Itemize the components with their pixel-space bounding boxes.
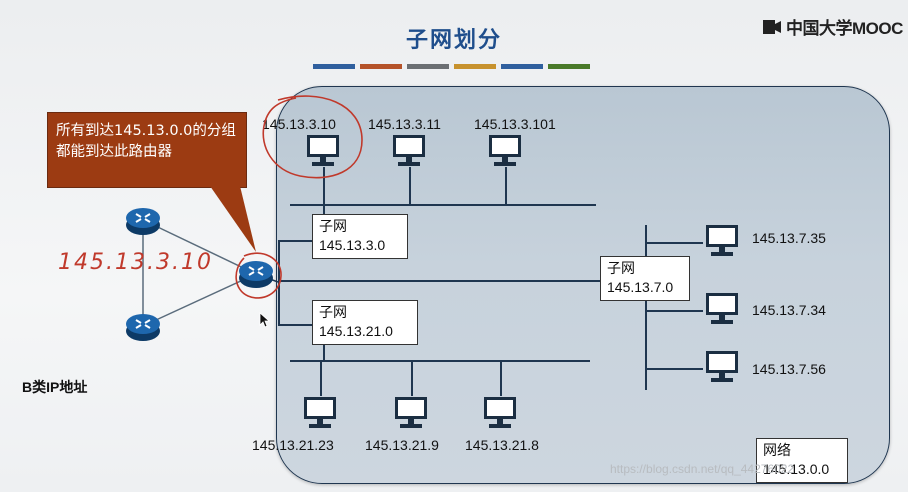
router-trunk [278, 240, 280, 325]
network-area [276, 86, 890, 484]
router-icon [126, 208, 160, 235]
slide-title: 子网划分 [405, 27, 502, 52]
watermark: https://blog.csdn.net/qq_44276022 [610, 462, 795, 476]
host-drop-line [411, 360, 413, 396]
host-address-label: 145.13.21.9 [365, 437, 439, 453]
computer-icon [489, 135, 521, 166]
subnet-3-link [278, 240, 314, 242]
computer-icon [484, 397, 516, 428]
subnet-label: 子网 [319, 218, 347, 234]
host-address-label: 145.13.21.23 [252, 437, 334, 453]
title-stripe [454, 64, 496, 69]
subnet-7-bus [645, 225, 647, 390]
host-address-label: 145.13.7.35 [752, 230, 826, 246]
network-label: 网络 [763, 442, 791, 458]
logo-text: 中国大学MOOC [786, 19, 903, 38]
host-drop-line [645, 242, 703, 244]
title-stripe [548, 64, 590, 69]
subnet-address: 145.13.21.0 [319, 323, 393, 339]
network-box: 网络 145.13.0.0 [756, 438, 848, 483]
computer-icon [395, 397, 427, 428]
host-address-label: 145.13.3.101 [474, 116, 556, 132]
host-address-label: 145.13.7.56 [752, 361, 826, 377]
host-address-label: 145.13.21.8 [465, 437, 539, 453]
host-drop-line [645, 310, 703, 312]
mouse-cursor-icon [259, 312, 271, 328]
subnet-box-3: 子网 145.13.3.0 [312, 214, 408, 259]
router-highlight-circle [235, 252, 282, 299]
computer-icon [706, 293, 738, 324]
network-address: 145.13.0.0 [763, 461, 830, 477]
subnet-3-bus [290, 204, 596, 206]
subnet-box-21: 子网 145.13.21.0 [312, 300, 418, 345]
host-drop-line [323, 167, 325, 205]
handwritten-ip-annotation: 145.13.3.10 [58, 250, 213, 275]
host-address-label: 145.13.7.34 [752, 302, 826, 318]
router-icon [126, 314, 160, 341]
callout-box: 所有到达145.13.0.0的分组都能到达此路由器 [47, 112, 247, 188]
host-drop-line [500, 360, 502, 396]
computer-icon [304, 397, 336, 428]
computer-icon [706, 225, 738, 256]
title-stripe [360, 64, 402, 69]
subnet-3-drop [323, 205, 325, 215]
router-icon [239, 261, 273, 288]
subnet-address: 145.13.7.0 [607, 279, 674, 295]
title-stripe [313, 64, 355, 69]
host-drop-line [409, 167, 411, 205]
host-drop-line [505, 167, 507, 205]
subnet-label: 子网 [319, 304, 347, 320]
title-stripe [407, 64, 449, 69]
host-highlight-circle [262, 95, 363, 179]
computer-icon [706, 351, 738, 382]
host-drop-line [320, 360, 322, 396]
mooc-logo: 中国大学MOOC [762, 14, 903, 39]
computer-icon [307, 135, 339, 166]
b-class-ip-label: B类IP地址 [22, 379, 88, 395]
subnet-box-7: 子网 145.13.7.0 [600, 256, 690, 301]
host-drop-line [645, 368, 703, 370]
subnet-21-bus [290, 360, 590, 362]
mooc-logo-icon [763, 19, 781, 34]
host-address-label: 145.13.3.10 [262, 116, 336, 132]
subnet-21-drop [323, 344, 325, 360]
host-address-label: 145.13.3.11 [368, 116, 441, 132]
callout-pointer [210, 186, 256, 252]
subnet-21-link [278, 324, 314, 326]
computer-icon [393, 135, 425, 166]
subnet-label: 子网 [607, 260, 635, 276]
title-stripe [501, 64, 543, 69]
subnet-address: 145.13.3.0 [319, 237, 386, 253]
subnet-7-link [278, 280, 602, 282]
